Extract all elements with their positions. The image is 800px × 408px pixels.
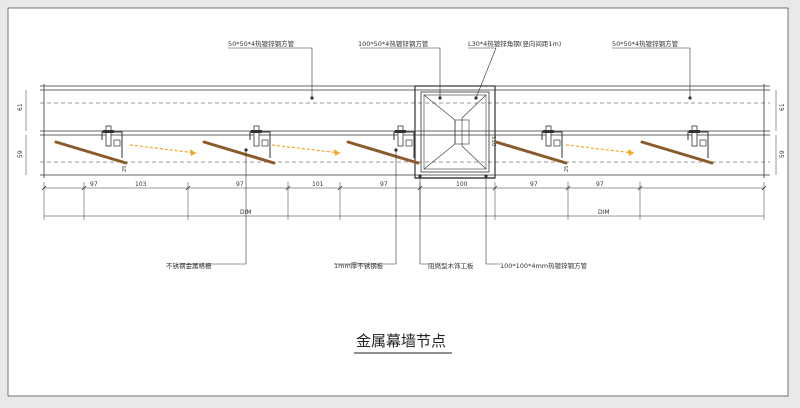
clip xyxy=(553,139,561,147)
louver-blade xyxy=(494,140,568,165)
slope-arrow-line xyxy=(565,144,635,154)
drawing-title: 金属幕墙节点 xyxy=(356,332,446,350)
center-tube-assembly xyxy=(414,85,496,179)
dim-tick xyxy=(81,185,87,191)
bottom-callout-leaders xyxy=(180,150,500,265)
span-dimension-label: 103 xyxy=(135,181,147,188)
bolt-nut xyxy=(543,130,554,133)
bottom-callout-dots xyxy=(244,148,488,178)
span-dimension-label: 97 xyxy=(596,181,604,188)
louver-blade xyxy=(202,140,276,165)
span-dimension-label: 101 xyxy=(312,181,324,188)
bolt-nut xyxy=(395,130,406,133)
louver-blade xyxy=(640,140,714,165)
clip xyxy=(699,139,707,147)
bolt-nut xyxy=(251,130,262,133)
top-callout-dots xyxy=(310,96,692,100)
louver-blade-unit xyxy=(346,125,420,165)
dim-left-bottom: 59 xyxy=(17,150,24,158)
louver-blade xyxy=(54,140,128,165)
louver-blade-group xyxy=(54,125,714,165)
dim-tick xyxy=(285,185,291,191)
callout-wood-board: 阻燃型木饰工板 xyxy=(428,261,474,270)
dim-small-left: 25 xyxy=(122,166,128,172)
span-ticks xyxy=(41,182,767,220)
slope-arrow-head xyxy=(190,149,196,156)
louver-blade-unit xyxy=(202,125,276,165)
bolt xyxy=(691,125,698,147)
dim-tick xyxy=(185,185,191,191)
louver-blade-unit xyxy=(494,125,568,165)
dim-left-top: 61 xyxy=(17,103,24,111)
span-dimension-label: 97 xyxy=(90,181,98,188)
slope-arrow xyxy=(271,144,341,156)
bolt-nut xyxy=(103,130,114,133)
clip xyxy=(405,139,413,147)
dim-tick xyxy=(761,185,767,191)
dim-tick xyxy=(565,185,571,191)
clip xyxy=(261,139,269,147)
span-dimension-label: 100 xyxy=(456,181,468,188)
slope-arrow-head xyxy=(334,149,340,156)
callout-tube-right: 50*50*4热镀锌钢方管 xyxy=(612,39,679,48)
louver-blade xyxy=(346,140,420,165)
dim-tick xyxy=(492,185,498,191)
louver-blade-unit xyxy=(640,125,714,165)
clip xyxy=(113,139,121,147)
dim-total-right: DIM xyxy=(598,209,610,216)
slope-arrow-line xyxy=(129,144,197,154)
slope-arrow xyxy=(565,144,635,156)
dim-tick xyxy=(41,185,47,191)
side-dimension-lines xyxy=(25,90,777,175)
slope-arrow-line xyxy=(271,144,341,154)
callout-main-tube: 100*100*4mm热镀锌钢方管 xyxy=(500,261,588,270)
bolt xyxy=(105,125,112,147)
bolt-nut xyxy=(689,130,700,133)
callout-louver: 不锈钢金属格栅 xyxy=(166,261,212,270)
callout-steel-plate: 1mm厚不锈钢板 xyxy=(334,261,384,270)
louver-blade-unit xyxy=(54,125,128,165)
drawing-frame xyxy=(7,7,789,397)
top-callout-leaders xyxy=(228,47,691,99)
dim-tick xyxy=(337,185,343,191)
dim-tick xyxy=(637,185,643,191)
dim-right-top: 61 xyxy=(779,103,786,111)
dim-right-bottom: 59 xyxy=(779,150,786,158)
bolt xyxy=(397,125,404,147)
bolt xyxy=(253,125,260,147)
callout-tube-center: 100*50*4热镀锌钢方管 xyxy=(358,39,429,48)
span-dimension-label: 97 xyxy=(530,181,538,188)
callout-angle-steel: L30*4热镀锌角钢(竖向间距1m) xyxy=(468,39,561,48)
slope-arrow-group xyxy=(129,144,635,156)
slope-arrow-head xyxy=(628,149,634,156)
callout-tube-left: 50*50*4热镀锌钢方管 xyxy=(228,39,295,48)
span-dimension-label: 97 xyxy=(236,181,244,188)
slope-arrow xyxy=(129,144,197,156)
span-labels: 97 103 97 101 97 100 97 97 xyxy=(90,181,604,188)
span-dimension-chain xyxy=(44,187,764,217)
bolt xyxy=(545,125,552,147)
dim-center-height: 110 xyxy=(490,136,496,147)
span-dimension-label: 97 xyxy=(380,181,388,188)
dim-small-right: 25 xyxy=(564,166,570,172)
